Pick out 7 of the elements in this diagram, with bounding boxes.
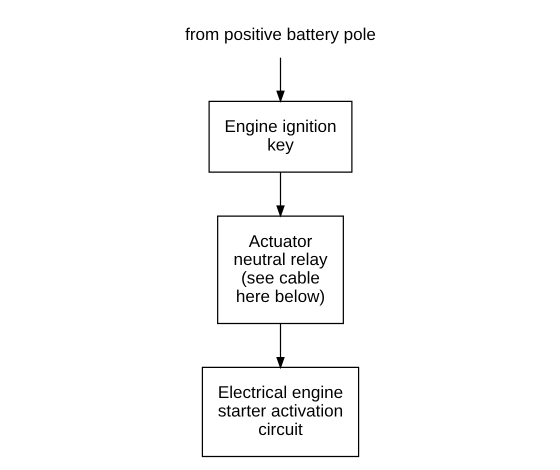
node-box: Electrical engine starter activation circuit (201, 366, 359, 458)
node-box: Engine ignition key (208, 100, 352, 173)
arrow (276, 324, 284, 370)
arrow (276, 58, 284, 103)
node-text: from positive battery pole (184, 25, 376, 44)
node-box: Actuator neutral relay (see cable here below) (216, 215, 344, 324)
arrow (276, 172, 284, 218)
